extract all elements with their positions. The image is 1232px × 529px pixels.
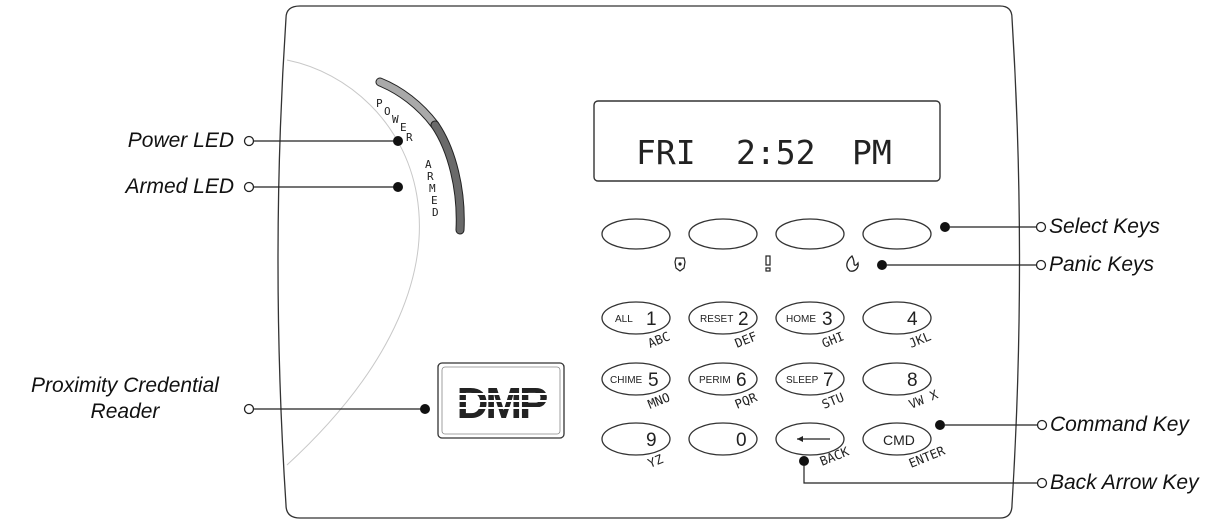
housing-curve (286, 59, 420, 466)
svg-text:D: D (432, 206, 439, 219)
svg-text:Select Keys: Select Keys (1049, 215, 1160, 238)
lcd-display: FRI 2:52 PM (593, 100, 941, 182)
callout-back-arrow-key: Back Arrow Key (799, 456, 1200, 494)
svg-text:ALL: ALL (615, 314, 633, 325)
key-9[interactable]: 9 (601, 422, 671, 456)
svg-text:CMD: CMD (883, 432, 915, 448)
armed-led-text: A R M E D (425, 158, 439, 219)
svg-text:A: A (425, 158, 432, 171)
display-ampm: PM (852, 133, 892, 172)
svg-text:R: R (427, 170, 434, 183)
svg-text:HOME: HOME (786, 314, 816, 325)
svg-text:7: 7 (823, 370, 834, 391)
armed-led-bar (431, 121, 464, 234)
dmp-logo: DMP (448, 379, 556, 428)
back-arrow-key[interactable] (775, 422, 845, 456)
power-led-text: P O W E R (376, 97, 413, 144)
key-3[interactable]: HOME 3 (775, 301, 845, 335)
svg-text:CHIME: CHIME (610, 375, 643, 386)
key-4[interactable]: 4 (862, 301, 932, 335)
svg-text:Back Arrow Key: Back Arrow Key (1050, 471, 1200, 494)
key-1[interactable]: ALL 1 (601, 301, 671, 335)
svg-text:PERIM: PERIM (699, 375, 731, 386)
svg-text:Reader: Reader (91, 400, 161, 423)
key-2[interactable]: RESET 2 (688, 301, 758, 335)
svg-text:M: M (429, 182, 436, 195)
svg-text:2: 2 (738, 309, 749, 330)
svg-text:9: 9 (646, 430, 657, 451)
svg-text:6: 6 (736, 370, 747, 391)
led-arc (375, 77, 465, 235)
display-day: FRI (636, 133, 696, 172)
select-key-2[interactable] (688, 218, 758, 250)
svg-text:RESET: RESET (700, 314, 733, 325)
svg-text:5: 5 (648, 370, 659, 391)
svg-text:E: E (431, 194, 438, 207)
callout-command-key: Command Key (935, 413, 1190, 436)
fire-icon (846, 254, 859, 272)
proximity-reader: DMP (437, 362, 565, 439)
key-0[interactable]: 0 (688, 422, 758, 456)
svg-text:4: 4 (907, 309, 918, 330)
callout-panic-keys: Panic Keys (877, 253, 1155, 276)
svg-text:3: 3 (822, 309, 833, 330)
svg-text:P: P (376, 97, 383, 110)
svg-text:0: 0 (736, 430, 747, 451)
svg-text:E: E (400, 121, 407, 134)
svg-text:Armed LED: Armed LED (123, 175, 234, 198)
svg-text:W: W (392, 113, 399, 126)
key-9-letters: YZ (646, 451, 666, 471)
select-key-1[interactable] (601, 218, 671, 250)
back-arrow-icon (797, 436, 830, 442)
svg-text:Command Key: Command Key (1050, 413, 1190, 436)
svg-text:SLEEP: SLEEP (786, 375, 819, 386)
svg-text:Power LED: Power LED (128, 129, 234, 152)
svg-text:Panic Keys: Panic Keys (1049, 253, 1155, 276)
callout-armed-led: Armed LED (123, 175, 403, 198)
svg-text:R: R (406, 131, 413, 144)
callout-power-led: Power LED (128, 129, 403, 152)
callout-proximity-reader: Proximity Credential Reader (31, 374, 430, 423)
police-icon (674, 257, 686, 272)
display-time: 2:52 (736, 133, 815, 172)
key-7[interactable]: SLEEP 7 (775, 362, 845, 396)
power-led-bar (376, 78, 439, 129)
svg-text:1: 1 (646, 309, 657, 330)
key-5[interactable]: CHIME 5 (601, 362, 671, 396)
callout-select-keys: Select Keys (940, 215, 1160, 238)
emergency-icon (765, 255, 771, 272)
select-keys (601, 218, 932, 250)
svg-text:O: O (384, 105, 391, 118)
key-6[interactable]: PERIM 6 (688, 362, 758, 396)
command-key[interactable]: CMD (862, 422, 932, 456)
svg-text:8: 8 (907, 370, 918, 391)
svg-text:Proximity Credential: Proximity Credential (31, 374, 220, 397)
select-key-4[interactable] (862, 218, 932, 250)
key-8[interactable]: 8 (862, 362, 932, 396)
select-key-3[interactable] (775, 218, 845, 250)
